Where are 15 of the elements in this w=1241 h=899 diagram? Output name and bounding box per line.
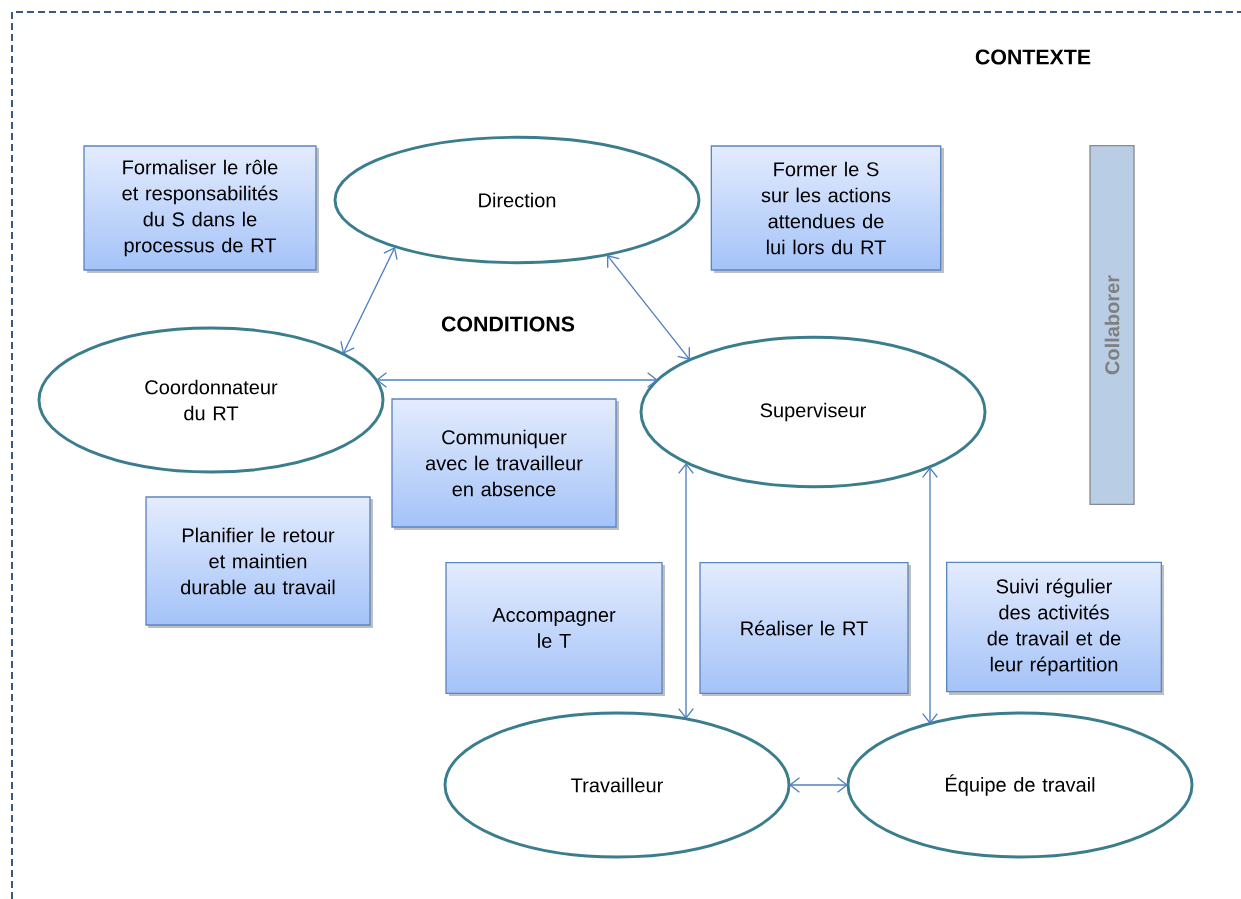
double-arrow [376,372,658,388]
action-box: Suivi régulier des activités de travail et de leur répartition [946,561,1164,695]
action-box: Planifier le retour et maintien durable au travail [145,496,373,628]
vertical-bar: Collaborer [1089,145,1135,505]
action-box: Accompagner le T [445,562,665,696]
double-arrow [678,463,694,719]
double-arrow [922,467,938,724]
section-heading: CONDITIONS [441,316,575,332]
action-box: Former le S sur les actions attendues de lui lors du RT [710,145,944,273]
action-box: Formaliser le rôle et responsabilités du S dans le processus de RT [83,145,319,273]
double-arrow [607,255,690,360]
action-box: Communiquer avec le travailleur en absence [391,398,619,530]
action-box: Réaliser le RT [699,562,911,696]
double-arrow [340,247,398,354]
double-arrow [789,777,848,793]
